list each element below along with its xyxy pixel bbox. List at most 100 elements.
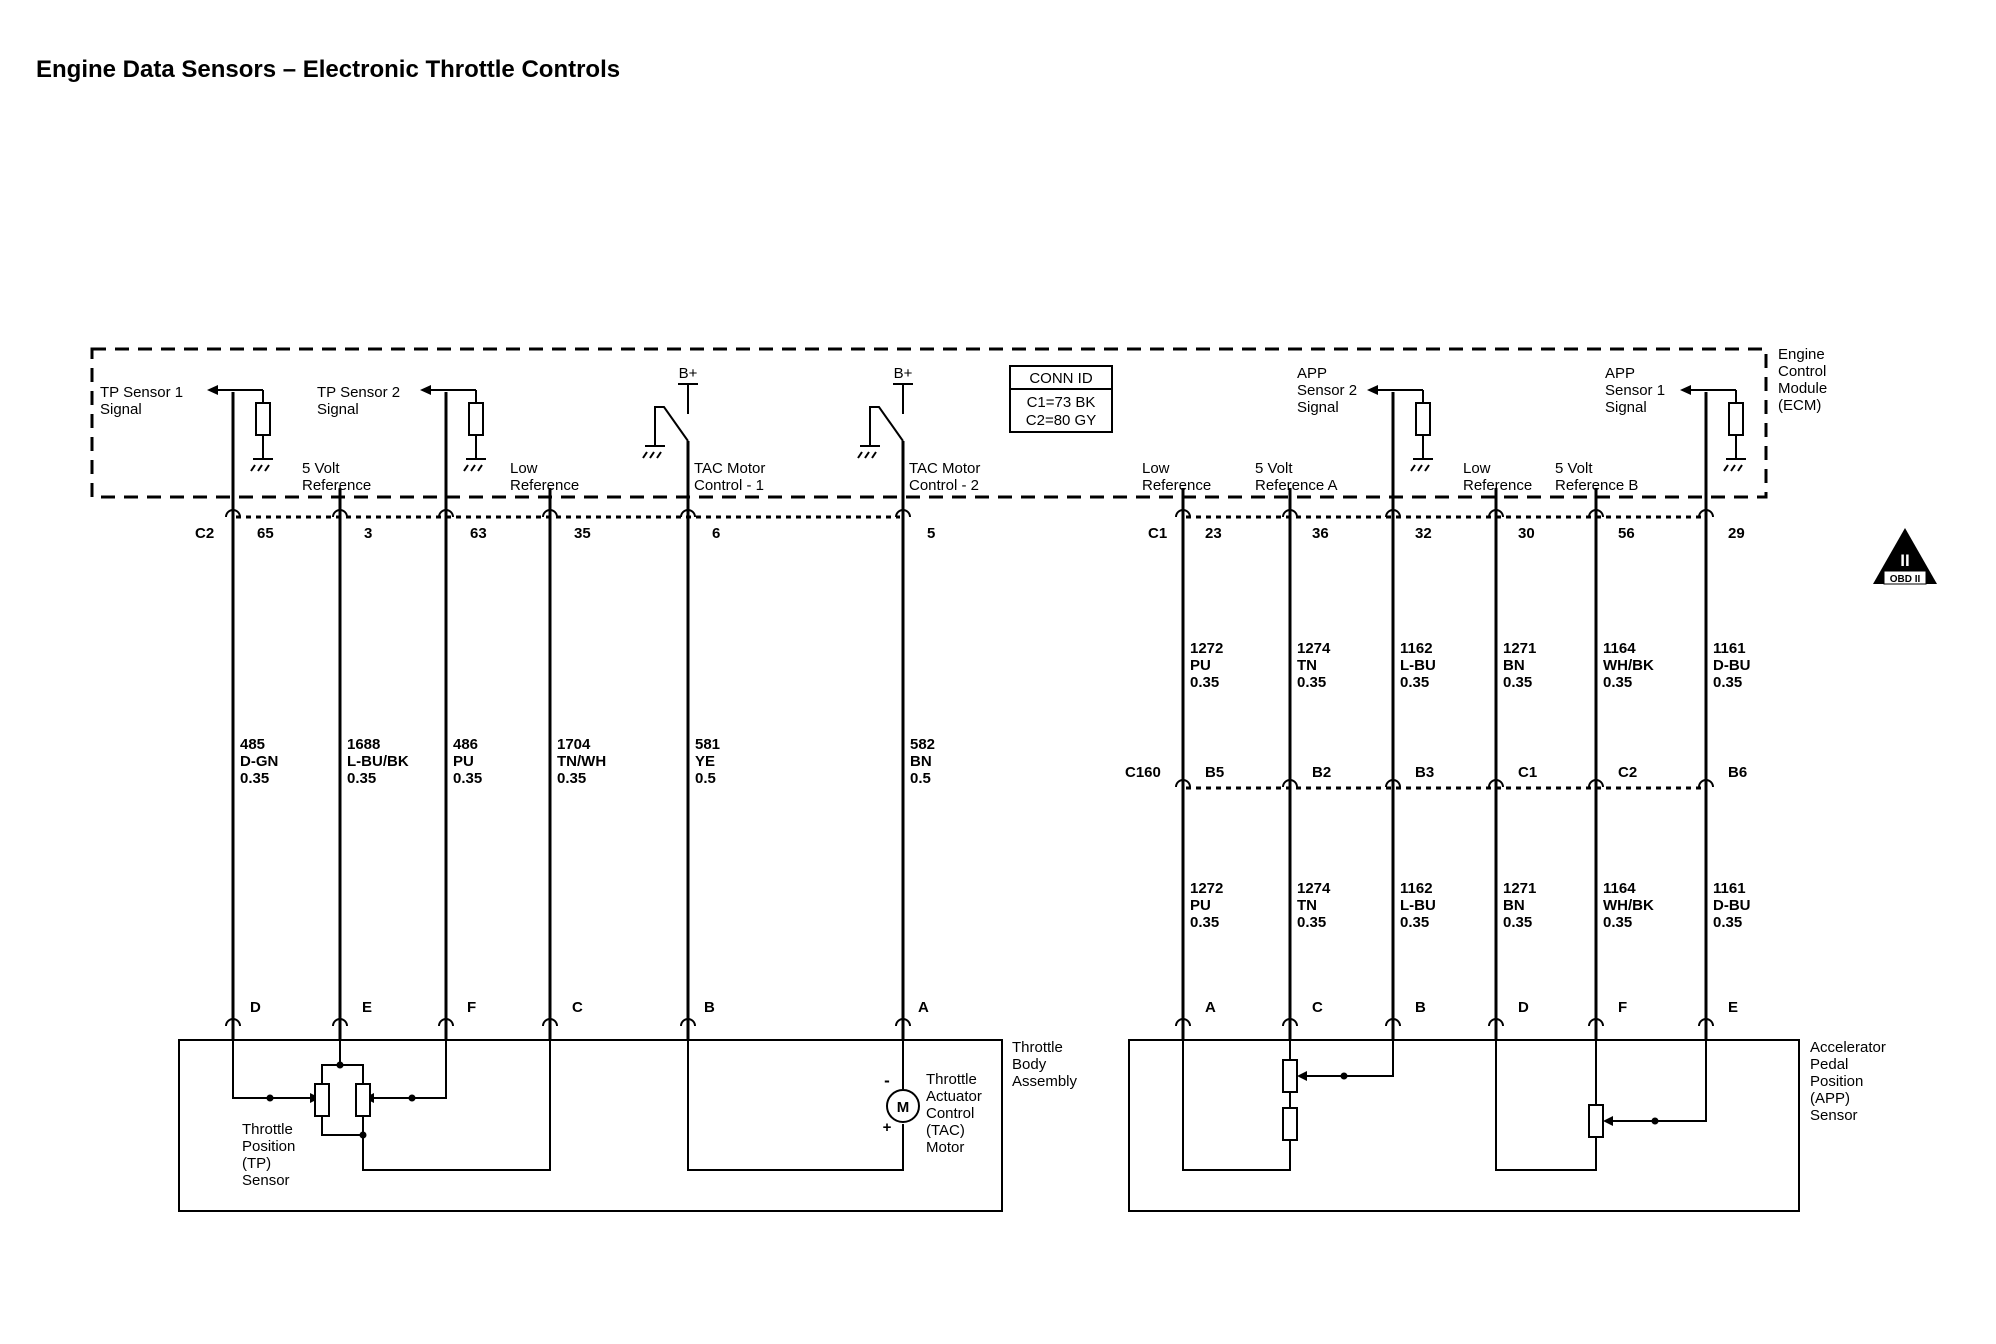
pin-tb-2 — [438, 1018, 454, 1027]
lower-circuit-gauge-5: 0.35 — [1713, 914, 1742, 931]
c160-pin-label-3: C1 — [1518, 764, 1537, 781]
lower-circuit-color-2: L-BU — [1400, 897, 1436, 914]
svg-text:Body: Body — [1012, 1056, 1047, 1073]
connector-c160-label: C160 — [1125, 764, 1161, 781]
lower-circuit-number-2: 1162 — [1400, 880, 1433, 897]
device-pin-label-1: E — [362, 999, 372, 1016]
upper-circuit-gauge-1: 0.35 — [1297, 674, 1326, 691]
circuit-gauge-3: 0.35 — [557, 770, 586, 787]
pin-c160-2 — [1385, 779, 1401, 788]
connector-c1-label: C1 — [1148, 525, 1167, 542]
wires-layer: 65485D-GN0.35D31688L-BU/BK0.35E63486PU0.… — [225, 509, 1751, 1040]
ecm-pin-right-2: 32 — [1415, 525, 1432, 542]
app-pin-label-0: A — [1205, 999, 1216, 1016]
ecm-pin-label-1: 3 — [364, 525, 372, 542]
ecm-low-reference-left: Low Reference — [510, 460, 579, 510]
upper-circuit-color-3: BN — [1503, 657, 1525, 674]
lower-circuit-color-4: WH/BK — [1603, 897, 1654, 914]
circuit-number-2: 486 — [453, 736, 478, 753]
circuit-gauge-0: 0.35 — [240, 770, 269, 787]
svg-text:Module: Module — [1778, 380, 1827, 397]
pin-c160-0 — [1175, 779, 1191, 788]
svg-text:TP Sensor 1: TP Sensor 1 — [100, 384, 183, 401]
circuit-gauge-5: 0.5 — [910, 770, 931, 787]
svg-text:TP Sensor 2: TP Sensor 2 — [317, 384, 400, 401]
svg-text:Low: Low — [1463, 460, 1491, 477]
ecm-pin-label-3: 35 — [574, 525, 591, 542]
svg-text:TAC Motor: TAC Motor — [909, 460, 980, 477]
svg-text:OBD II: OBD II — [1890, 574, 1921, 585]
app-pin-label-3: D — [1518, 999, 1529, 1016]
lower-circuit-color-1: TN — [1297, 897, 1317, 914]
svg-text:APP: APP — [1605, 365, 1635, 382]
ecm-pin-label-2: 63 — [470, 525, 487, 542]
app-pin-label-2: B — [1415, 999, 1426, 1016]
svg-text:Throttle: Throttle — [926, 1071, 977, 1088]
c160-pin-label-4: C2 — [1618, 764, 1637, 781]
circuit-color-1: L-BU/BK — [347, 753, 409, 770]
ecm-tp-sensor-2-circuit: TP Sensor 2 Signal — [317, 384, 486, 510]
svg-text:Sensor: Sensor — [1810, 1107, 1858, 1124]
svg-text:M: M — [897, 1099, 910, 1116]
svg-text:Position: Position — [242, 1138, 295, 1155]
pin-c160-3 — [1488, 779, 1504, 788]
svg-text:Low: Low — [1142, 460, 1170, 477]
svg-text:Low: Low — [510, 460, 538, 477]
pin-c2-1 — [332, 509, 348, 518]
circuit-color-4: YE — [695, 753, 715, 770]
pin-app-5 — [1698, 1018, 1714, 1027]
device-pin-label-2: F — [467, 999, 476, 1016]
pin-c2-2 — [438, 509, 454, 518]
app-pin-label-4: F — [1618, 999, 1627, 1016]
pin-app-1 — [1282, 1018, 1298, 1027]
pin-c2-4 — [680, 509, 696, 518]
svg-text:Signal: Signal — [1605, 399, 1647, 416]
circuit-number-3: 1704 — [557, 736, 591, 753]
circuit-color-3: TN/WH — [557, 753, 606, 770]
svg-text:CONN ID: CONN ID — [1029, 370, 1093, 387]
ecm-right-signals: Low Reference 5 Volt Reference A Low Ref… — [1142, 460, 1638, 510]
pin-c160-4 — [1588, 779, 1604, 788]
ecm-tac-motor-control-2: B+ TAC Motor Control - 2 — [857, 365, 980, 510]
svg-text:Reference A: Reference A — [1255, 477, 1338, 494]
svg-text:Sensor 1: Sensor 1 — [1605, 382, 1665, 399]
pin-tb-5 — [895, 1018, 911, 1027]
c160-pin-label-2: B3 — [1415, 764, 1434, 781]
upper-circuit-gauge-4: 0.35 — [1603, 674, 1632, 691]
lower-circuit-number-4: 1164 — [1603, 880, 1636, 897]
upper-circuit-color-0: PU — [1190, 657, 1211, 674]
svg-text:Control - 2: Control - 2 — [909, 477, 979, 494]
upper-circuit-gauge-3: 0.35 — [1503, 674, 1532, 691]
upper-circuit-color-1: TN — [1297, 657, 1317, 674]
obd-ii-badge: II OBD II — [1873, 528, 1937, 585]
svg-text:Reference: Reference — [510, 477, 579, 494]
svg-text:Engine: Engine — [1778, 346, 1825, 363]
ecm-app-sensor-2-circuit: APP Sensor 2 Signal — [1297, 365, 1433, 510]
svg-text:5 Volt: 5 Volt — [1255, 460, 1293, 477]
svg-text:Signal: Signal — [317, 401, 359, 418]
pin-c2-5 — [895, 509, 911, 518]
pin-app-4 — [1588, 1018, 1604, 1027]
pin-app-2 — [1385, 1018, 1401, 1027]
device-pin-label-5: A — [918, 999, 929, 1016]
svg-text:Pedal: Pedal — [1810, 1056, 1848, 1073]
connector-c2-label: C2 — [195, 525, 214, 542]
pin-c160-5 — [1698, 779, 1714, 788]
lower-circuit-color-3: BN — [1503, 897, 1525, 914]
ecm-pin-right-0: 23 — [1205, 525, 1222, 542]
ecm-boundary — [90, 347, 1768, 499]
upper-circuit-number-4: 1164 — [1603, 640, 1636, 657]
circuit-number-1: 1688 — [347, 736, 380, 753]
pin-c1-3 — [1488, 509, 1504, 518]
svg-text:APP: APP — [1297, 365, 1327, 382]
pin-c1-2 — [1385, 509, 1401, 518]
svg-text:Signal: Signal — [100, 401, 142, 418]
ecm-tac-motor-control-1: B+ TAC Motor Control - 1 — [642, 365, 765, 510]
pin-tb-4 — [680, 1018, 696, 1027]
lower-circuit-gauge-2: 0.35 — [1400, 914, 1429, 931]
svg-text:Reference: Reference — [1142, 477, 1211, 494]
upper-circuit-color-5: D-BU — [1713, 657, 1751, 674]
pin-c1-0 — [1175, 509, 1191, 518]
ecm-app-sensor-1-circuit: APP Sensor 1 Signal — [1605, 365, 1746, 510]
